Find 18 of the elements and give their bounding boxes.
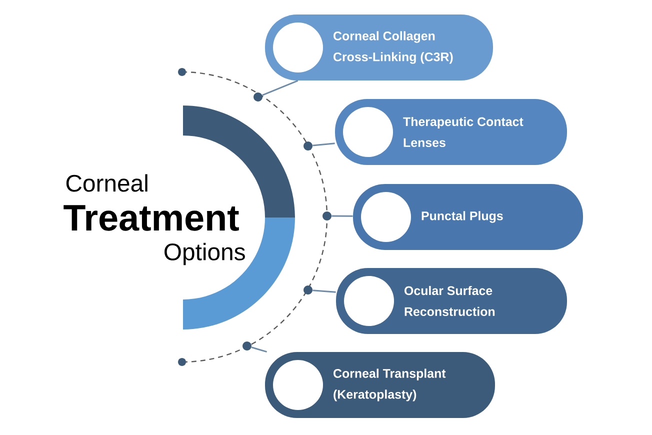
connector-line (262, 80, 298, 96)
title-text: Options (164, 242, 245, 266)
option-pill: Punctal Plugs (353, 184, 583, 250)
dot (254, 92, 262, 102)
connector-line (332, 215, 353, 217)
connector-line (312, 290, 336, 293)
option-pill: Ocular Surface Reconstruction (336, 268, 567, 334)
connector-line (312, 142, 335, 146)
dot (304, 285, 312, 294)
title-text: Corneal (66, 174, 148, 192)
dot (304, 141, 312, 150)
dot (242, 341, 252, 350)
option-pill: Therapeutic Contact Lenses (335, 98, 567, 165)
option-pill: Corneal Transplant (Keratoplasty) (265, 352, 495, 418)
connector-line (251, 346, 267, 352)
option-pill: Corneal Collagen Cross-Linking (C3R) (265, 14, 493, 80)
title-text: Treatment (64, 205, 239, 231)
dot (322, 211, 332, 220)
